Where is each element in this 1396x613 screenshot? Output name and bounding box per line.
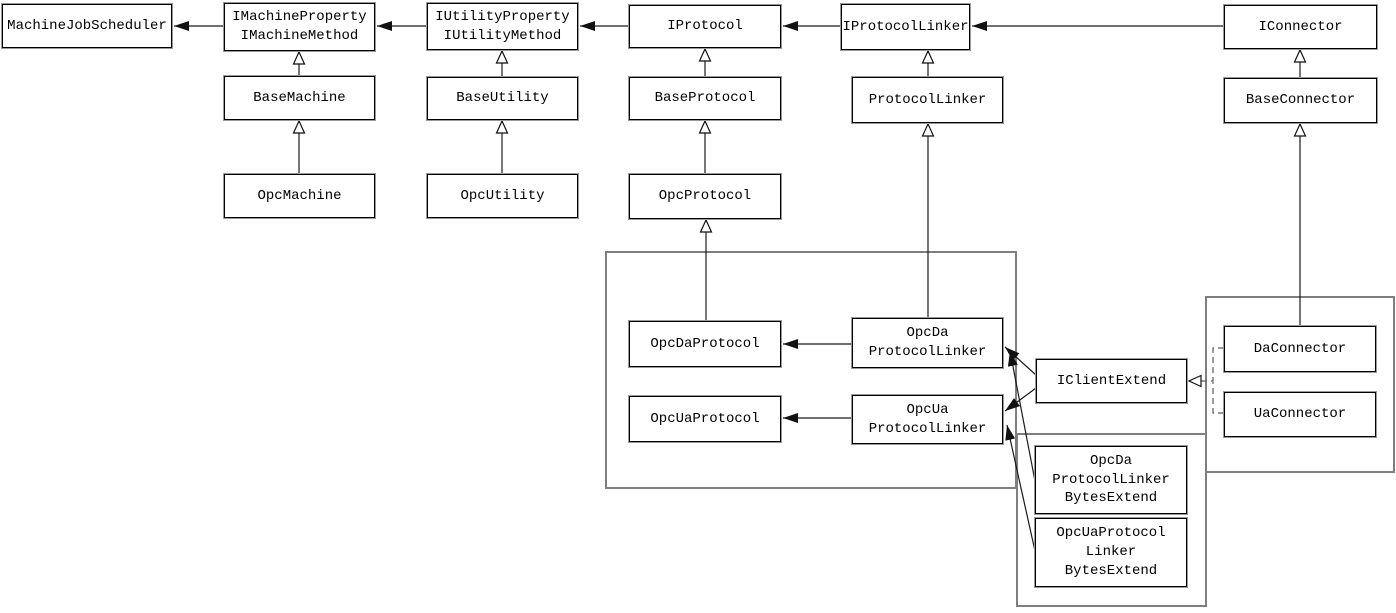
da-connector: DaConnector (1223, 325, 1377, 373)
opc-da-protocol-linker: OpcDa ProtocolLinker (851, 317, 1004, 369)
i-connector: IConnector (1223, 4, 1378, 50)
i-protocol: IProtocol (628, 4, 782, 49)
protocol-linker: ProtocolLinker (851, 76, 1004, 124)
i-protocol-linker: IProtocolLinker (840, 3, 971, 51)
i-client-extend: IClientExtend (1035, 358, 1188, 404)
i-machine-property: IMachineProperty IMachineMethod (223, 2, 376, 52)
machine-job-scheduler: MachineJobScheduler (1, 3, 173, 49)
protocol-group-frame (605, 251, 1017, 489)
i-utility-property: IUtilityProperty IUtilityMethod (426, 2, 579, 51)
opc-utility: OpcUtility (426, 173, 579, 219)
opc-protocol: OpcProtocol (628, 173, 782, 220)
edge-i-client-extend-to-opc-ua-protocol-linker (1004, 387, 1037, 412)
opc-ua-protocol-linker-bytes-extend: OpcUaProtocol Linker BytesExtend (1034, 517, 1188, 588)
opc-ua-protocol: OpcUaProtocol (628, 395, 782, 443)
bytes-extend-group-frame (1016, 433, 1207, 607)
edge-opc-da-protocol-linker-bytes-extend-to-opc-da-protocol-linker (1007, 350, 1036, 482)
base-connector: BaseConnector (1223, 77, 1378, 124)
ua-connector: UaConnector (1223, 391, 1377, 438)
base-machine: BaseMachine (223, 75, 376, 121)
opc-machine: OpcMachine (223, 173, 376, 219)
edge-da-connector-to-i-client-extend (1187, 347, 1224, 388)
opc-ua-protocol-linker: OpcUa ProtocolLinker (851, 394, 1004, 445)
edge-opc-ua-protocol-linker-bytes-extend-to-opc-ua-protocol-linker (1005, 424, 1036, 552)
opc-da-protocol: OpcDaProtocol (628, 320, 782, 368)
base-utility: BaseUtility (426, 76, 579, 121)
opc-da-protocol-linker-bytes-extend: OpcDa ProtocolLinker BytesExtend (1034, 445, 1188, 515)
edge-ua-connector-to-i-client-extend (1212, 382, 1224, 414)
base-protocol: BaseProtocol (628, 76, 782, 121)
